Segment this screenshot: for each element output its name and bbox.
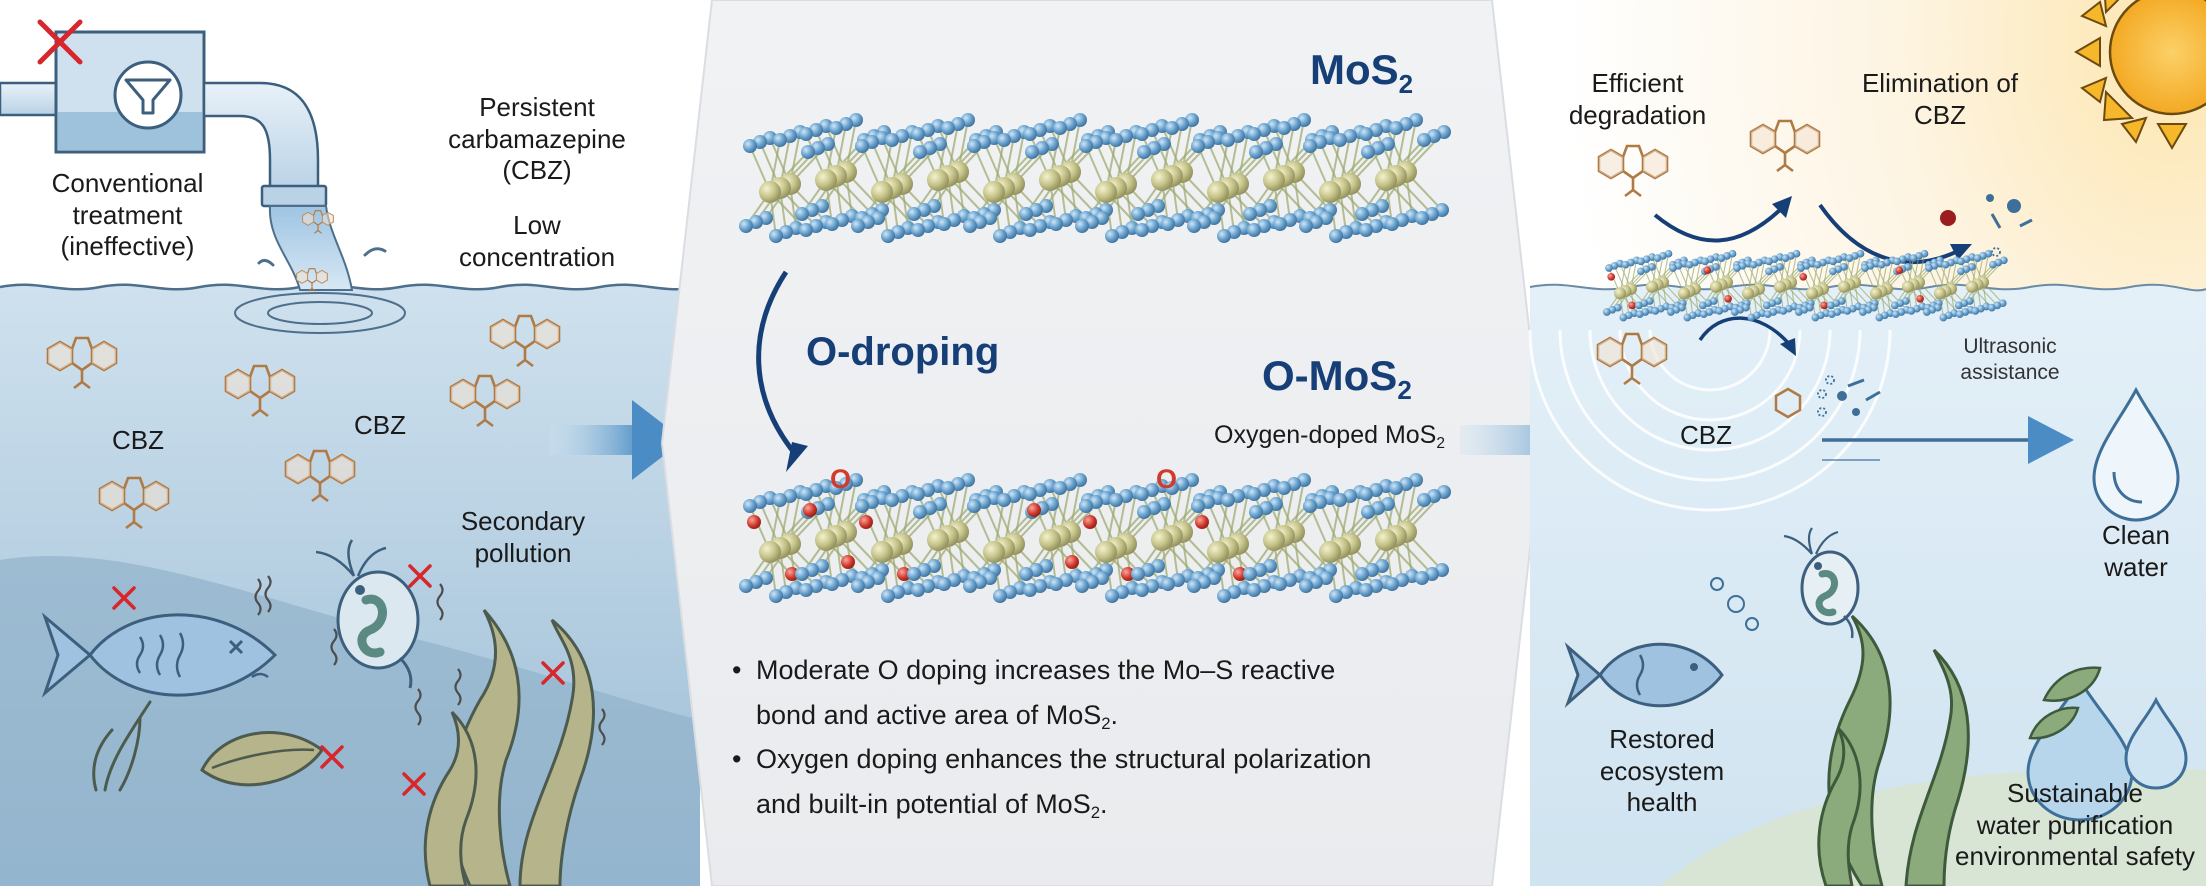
finding-2: Oxygen doping enhances the structural po… — [730, 737, 1450, 826]
title-o-mos2: O-MoS2 — [1262, 352, 1412, 406]
healthy-fish-icon — [1564, 642, 1724, 708]
oxygen-label-a: O — [830, 464, 851, 494]
sustainable-drops-icon — [2026, 666, 2188, 822]
right-panel — [1528, 0, 2206, 886]
daphnia-icon — [315, 539, 420, 689]
findings-list: Moderate O doping increases the Mo–S rea… — [730, 648, 1450, 826]
arrow-to-center — [550, 400, 684, 480]
sun-icon — [2074, 0, 2206, 150]
healthy-daphnia-icon — [1783, 527, 1860, 639]
doping-arrow — [756, 270, 808, 472]
seaweed-icon — [423, 608, 595, 886]
mos2-lattice — [739, 113, 1451, 243]
label-cbz-left-b: CBZ — [354, 410, 406, 440]
label-cbz-right: CBZ — [1680, 420, 1732, 450]
label-oxygen-doped: Oxygen-doped MoS2 — [1214, 421, 1445, 453]
title-mos2: MoS2 — [1310, 46, 1414, 100]
fish-icon — [41, 612, 278, 698]
green-seaweed-icon — [1817, 614, 1970, 886]
label-o-doping: O-droping — [806, 330, 1000, 374]
oxygen-label-b: O — [1156, 464, 1177, 494]
water-drop-icon — [2092, 386, 2180, 522]
label-cbz-left-a: CBZ — [112, 425, 164, 455]
finding-1: Moderate O doping increases the Mo–S rea… — [730, 648, 1450, 737]
catalyst-lattice — [1602, 249, 2008, 322]
o-mos2-lattice — [739, 473, 1451, 603]
